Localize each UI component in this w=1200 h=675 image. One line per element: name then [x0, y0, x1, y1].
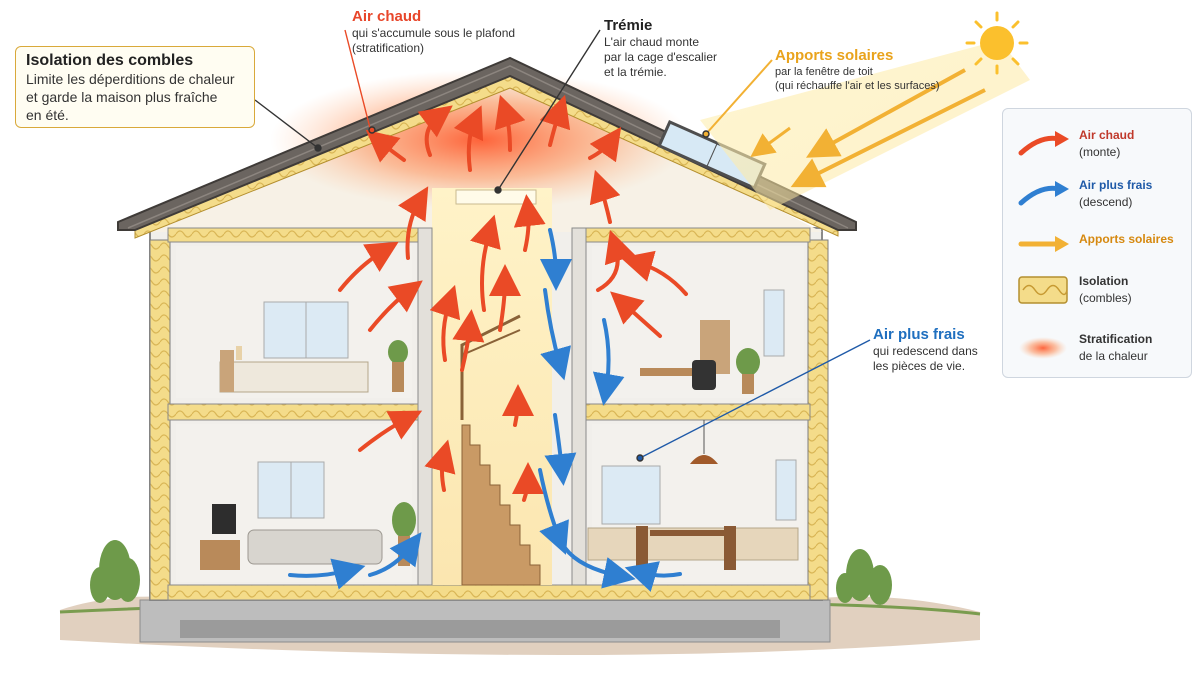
hot-arrow — [539, 94, 571, 147]
legend-item-cool-air: Air plus frais (descend) — [1003, 173, 1193, 217]
legend: Air chaud (monte) Air plus frais (descend)… — [1002, 108, 1192, 378]
tremie-callout: Trémie L'air chaud monte par la cage d'e… — [604, 17, 754, 80]
hot-arrow — [417, 105, 453, 157]
cool-arrow — [539, 228, 572, 291]
cool-arrow — [544, 413, 577, 486]
cool-arrow — [624, 561, 682, 592]
hot-arrow — [488, 264, 521, 332]
living-room — [176, 424, 416, 582]
hot-arrow — [501, 384, 534, 427]
hot-arrow — [429, 284, 461, 362]
cool-arrow — [538, 468, 569, 555]
hot-arrow — [452, 309, 485, 372]
legend-solar-title: Apports solaires — [1079, 232, 1174, 246]
cool-arrow — [592, 318, 625, 406]
cool-arrow — [288, 558, 366, 590]
cool-arrow — [368, 532, 422, 577]
legend-insulation-title: Isolation — [1079, 274, 1129, 288]
hot-arrow — [338, 241, 399, 292]
hot-arrow — [588, 126, 622, 163]
hot-arrow — [470, 214, 501, 312]
ceiling-upper-right — [584, 227, 811, 243]
insulation-icon — [1018, 276, 1068, 304]
roof — [117, 56, 857, 231]
left-wall-insulation — [149, 239, 171, 601]
hot-arrow — [453, 105, 484, 172]
solar-title: Apports solaires — [775, 47, 894, 64]
solar-arrow-2 — [790, 88, 986, 188]
hot-arrow — [610, 291, 662, 338]
isolation-title: Isolation des combles — [26, 52, 194, 69]
hot-arrow — [494, 94, 526, 152]
hot-arrow — [398, 186, 429, 260]
tremie-body: L'air chaud monte par la cage d'escalier… — [604, 35, 718, 79]
hot-arrow — [424, 439, 456, 492]
office — [592, 246, 804, 398]
legend-item-insulation: Isolation (combles) — [1003, 269, 1193, 313]
hot-arrow — [358, 410, 423, 452]
ceiling-upper-left — [167, 227, 419, 243]
legend-cool-sub: (descend) — [1079, 195, 1133, 209]
hot-air-title: Air chaud — [352, 8, 422, 25]
solar-body: par la fenêtre de toit (qui réchauffe l'… — [775, 66, 940, 92]
hot-arrow — [365, 129, 406, 163]
cool-air-callout: Air plus frais qui redescend dans les pi… — [873, 326, 1003, 374]
cool-air-arrows — [288, 228, 682, 592]
legend-item-solar: Apports solaires — [1003, 223, 1193, 267]
legend-hot-title: Air chaud — [1079, 128, 1135, 142]
sun-icon — [965, 11, 1029, 75]
legend-strat-sub: de la chaleur — [1079, 349, 1148, 363]
legend-item-stratification: Stratification de la chaleur — [1003, 327, 1193, 371]
kitchen — [587, 420, 804, 582]
tremie-title: Trémie — [604, 17, 653, 34]
hot-arrow — [589, 169, 621, 224]
solar-arrow-1 — [805, 68, 966, 158]
sun-arrow-icon — [1018, 236, 1069, 252]
hot-arrow — [368, 280, 423, 332]
ground-floor-slab — [167, 584, 811, 601]
cool-air-title: Air plus frais — [873, 326, 965, 343]
right-wall-insulation — [807, 239, 829, 601]
hot-arrow — [513, 194, 546, 252]
left-shrub — [90, 540, 140, 603]
right-shrub — [836, 549, 892, 605]
solar-arrow-3 — [750, 126, 791, 158]
leader-lines — [254, 29, 871, 462]
legend-strat-title: Stratification — [1079, 332, 1153, 346]
isolation-callout: Isolation des combles Limite les déperdi… — [15, 46, 255, 128]
cool-arrow — [540, 288, 571, 381]
hot-arrow — [511, 462, 544, 502]
floor-mid-left — [167, 403, 419, 421]
hot-arrow — [620, 250, 688, 296]
cool-air-body: qui redescend dans les pièces de vie. — [873, 344, 978, 373]
hot-arrow — [596, 229, 636, 292]
hot-air-body: qui s'accumule sous le plafond (stratifi… — [352, 26, 516, 55]
legend-insulation-sub: (combles) — [1079, 291, 1132, 305]
legend-hot-sub: (monte) — [1079, 145, 1121, 159]
solar-callout: Apports solaires par la fenêtre de toit … — [775, 47, 975, 93]
cool-arrow-icon — [1018, 181, 1069, 206]
floor-mid-right — [584, 403, 811, 421]
hot-air-callout: Air chaud qui s'accumule sous le plafond… — [352, 8, 542, 56]
hot-air-arrows — [338, 94, 688, 502]
legend-cool-title: Air plus frais — [1079, 178, 1153, 192]
heat-haze-icon — [1019, 337, 1067, 359]
hot-arrow-icon — [1018, 131, 1069, 156]
isolation-body: Limite les déperditions de chaleur et ga… — [26, 71, 235, 123]
legend-item-hot-air: Air chaud (monte) — [1003, 123, 1193, 167]
cool-arrow — [563, 546, 636, 589]
